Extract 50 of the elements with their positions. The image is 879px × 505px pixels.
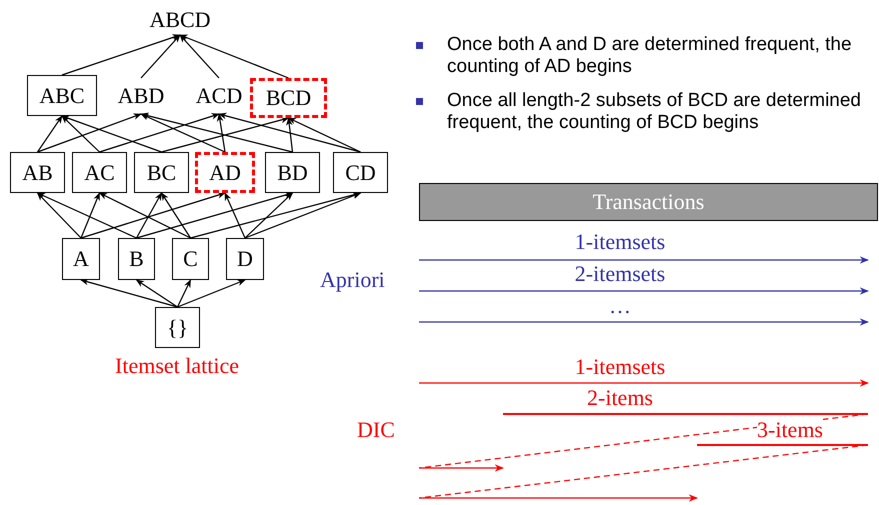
itemset-box: C <box>172 238 209 280</box>
highlighted-itemset-box: AD <box>195 152 255 193</box>
itemset-label: ABCD <box>140 5 220 35</box>
arrow <box>140 112 293 153</box>
itemset-box: BD <box>265 152 320 193</box>
arrow <box>177 279 246 308</box>
itemset-label: ACD <box>188 78 250 114</box>
arrow <box>98 192 191 239</box>
itemset-box: A <box>62 238 100 280</box>
arrow <box>36 192 137 239</box>
bullet-text: Once all length-2 subsets of BCD are determined frequent, the counting of BCD begins <box>447 90 862 134</box>
itemset-box: ABC <box>27 75 97 116</box>
arrow <box>80 192 100 238</box>
arrow <box>62 34 181 76</box>
itemset-box: D <box>226 238 264 280</box>
arrow <box>140 34 181 78</box>
arrow <box>288 117 361 153</box>
arrow <box>161 116 290 153</box>
arrow <box>80 192 226 239</box>
arrow <box>37 115 62 152</box>
header-bar: Transactions <box>419 183 878 221</box>
arrow <box>179 34 220 78</box>
itemset-box: {} <box>155 307 200 348</box>
arrow <box>244 192 294 238</box>
arrow <box>216 113 226 152</box>
arrow <box>136 192 162 238</box>
arrow <box>99 113 220 153</box>
arrow <box>36 192 82 238</box>
arrow <box>80 278 178 308</box>
highlighted-itemset-box: BCD <box>250 78 327 118</box>
arrow <box>179 34 289 79</box>
arrow <box>244 192 362 239</box>
arrow <box>218 112 361 153</box>
itemset-box: CD <box>333 152 388 193</box>
arrow <box>161 192 191 238</box>
arrow <box>37 113 142 153</box>
bullet-text: Once both A and D are determined frequent, the counting of AD begins <box>447 34 853 78</box>
itemset-label: ABD <box>110 78 172 114</box>
arrow <box>61 115 100 152</box>
arrow <box>61 115 162 153</box>
itemset-box: AB <box>10 152 65 193</box>
arrow <box>140 113 226 153</box>
arrow <box>136 192 294 239</box>
itemset-box: B <box>118 238 155 280</box>
arrow <box>176 279 192 308</box>
arrow <box>136 280 178 308</box>
arrow <box>286 117 294 152</box>
itemset-box: BC <box>134 152 189 193</box>
itemset-box: AC <box>72 152 127 193</box>
arrow <box>224 192 246 238</box>
